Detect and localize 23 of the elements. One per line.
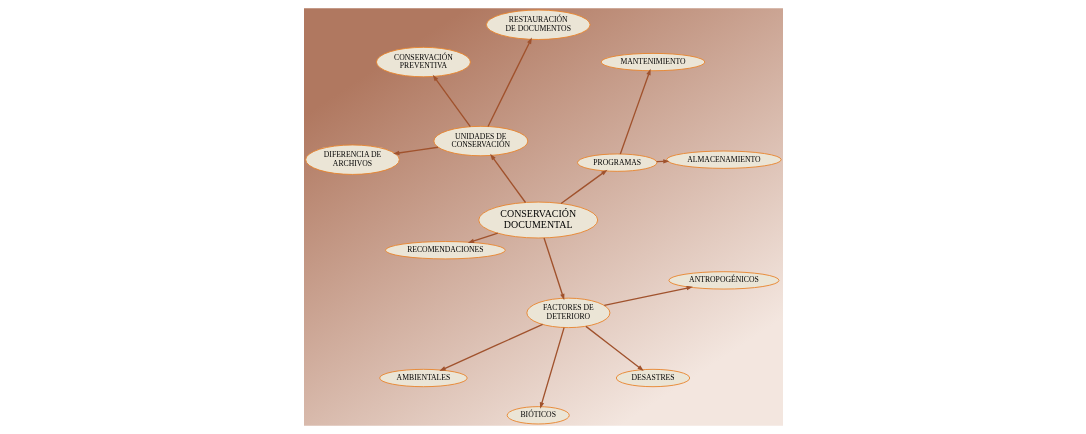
arrow	[559, 169, 607, 205]
node-ellipse: DESASTRES	[615, 368, 690, 388]
arrow	[486, 37, 532, 128]
node-ellipse: CONSERVACIÓN PREVENTIVA	[375, 46, 471, 78]
arrow	[542, 237, 564, 301]
node-ellipse: RESTAURACIÓN DE DOCUMENTOS	[485, 9, 590, 40]
arrow	[392, 146, 439, 156]
node-ellipse: CONSERVACIÓN DOCUMENTAL	[477, 201, 598, 239]
arrow	[603, 286, 693, 307]
node-ellipse: FACTORES DE DETERIORO	[525, 297, 610, 329]
arrow	[539, 326, 565, 409]
arrow	[432, 74, 471, 128]
arrow	[467, 232, 498, 244]
node-ellipse: RECOMENDACIONES	[384, 241, 506, 260]
node-ellipse: BIÓTICOS	[506, 406, 570, 425]
node-ellipse: UNIDADES DE CONSERVACIÓN	[432, 125, 528, 157]
node-ellipse: PROGRAMAS	[576, 153, 657, 172]
arrow	[619, 68, 651, 155]
node-ellipse: ALMACENAMIENTO	[665, 150, 782, 169]
node-ellipse: MANTENIMIENTO	[600, 52, 705, 72]
arrow	[584, 325, 644, 371]
arrow	[438, 323, 543, 371]
arrow	[489, 153, 526, 204]
